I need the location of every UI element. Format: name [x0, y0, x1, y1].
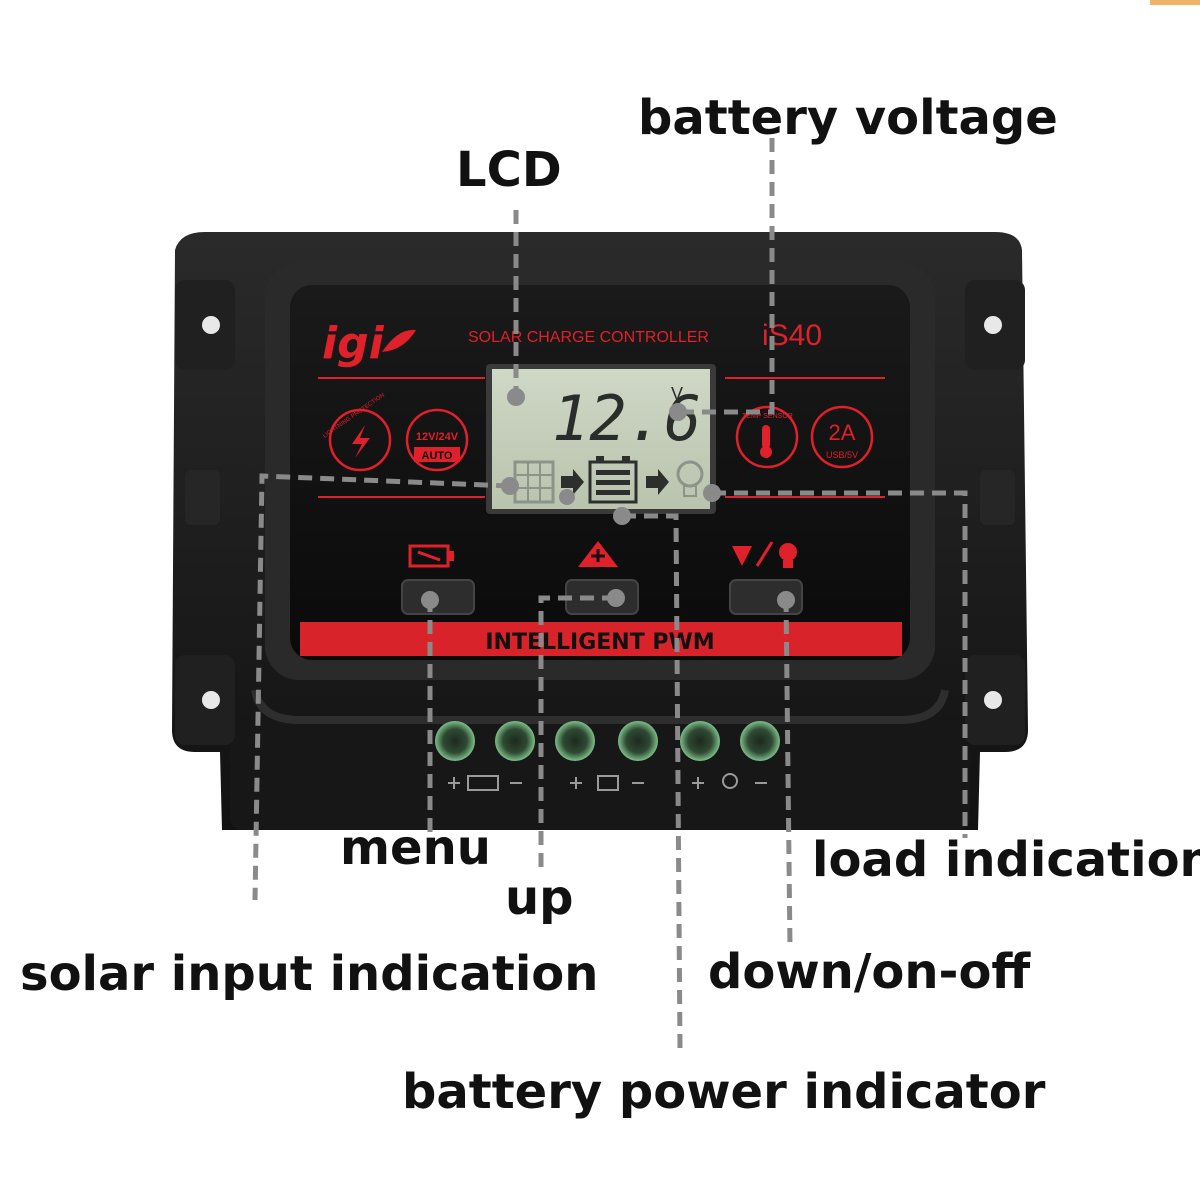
bulb-icon: [676, 460, 704, 497]
terminal-screw: [740, 721, 780, 761]
label-battery-power-indicator: battery power indicator: [402, 1064, 1046, 1120]
terminal-screw: [680, 721, 720, 761]
leaf-icon: [382, 329, 416, 352]
label-battery-voltage: battery voltage: [638, 90, 1058, 146]
battery-icon: [588, 456, 638, 504]
lightning-icon: [352, 425, 370, 458]
arrow-icon: [561, 469, 584, 495]
svg-text:AUTO: AUTO: [422, 450, 453, 462]
svg-text:12V/24V: 12V/24V: [416, 431, 459, 443]
up-leader: [538, 595, 616, 872]
pwm-strip: [300, 622, 902, 656]
label-menu: menu: [340, 820, 491, 876]
terminal-screw: [618, 721, 658, 761]
leader-lines: [252, 138, 968, 1051]
arrow-icon: [646, 469, 669, 495]
lcd-screen: 12.6 V: [486, 364, 716, 514]
load-indication-leader: [712, 490, 968, 838]
usb-badge: 2A USB/5V: [810, 405, 874, 469]
voltage-auto-badge: 12V/24V AUTO: [405, 408, 469, 472]
thermometer-icon: [762, 425, 770, 449]
device-title: SOLAR CHARGE CONTROLLER: [468, 329, 709, 346]
leader-dots: [421, 388, 795, 609]
mount-hole: [984, 316, 1002, 334]
terminal-screw: [555, 721, 595, 761]
corner-mark: [1150, 0, 1200, 5]
mount-hole: [202, 316, 220, 334]
svg-text:USB/5V: USB/5V: [826, 450, 858, 460]
label-load-indication: load indication: [812, 832, 1200, 888]
svg-text:TEMP SENSOR: TEMP SENSOR: [742, 413, 793, 420]
menu-symbol-icon: [408, 544, 454, 568]
label-down-on-off: down/on-off: [708, 944, 1031, 1000]
temp-sensor-badge: TEMP SENSOR: [735, 405, 799, 469]
terminal-screw: [495, 721, 535, 761]
battery-voltage-leader: [680, 138, 775, 415]
solar-input-leader: [252, 473, 511, 901]
plus-triangle-icon: [578, 541, 618, 567]
terminal-block: [435, 721, 780, 791]
label-lcd: LCD: [456, 142, 562, 198]
svg-text:2A: 2A: [829, 420, 856, 445]
mount-hole: [202, 691, 220, 709]
mount-hole: [984, 691, 1002, 709]
brand-logo: igi: [322, 318, 385, 369]
label-solar-input-indication: solar input indication: [20, 946, 599, 1002]
down-leader: [783, 597, 793, 949]
lcd-unit: V: [671, 384, 683, 404]
pwm-label: INTELLIGENT PWM: [485, 630, 714, 655]
terminal-screw: [435, 721, 475, 761]
battery-power-leader: [622, 513, 683, 1051]
minus-bulb-icon: [732, 541, 797, 568]
label-up: up: [505, 870, 574, 926]
